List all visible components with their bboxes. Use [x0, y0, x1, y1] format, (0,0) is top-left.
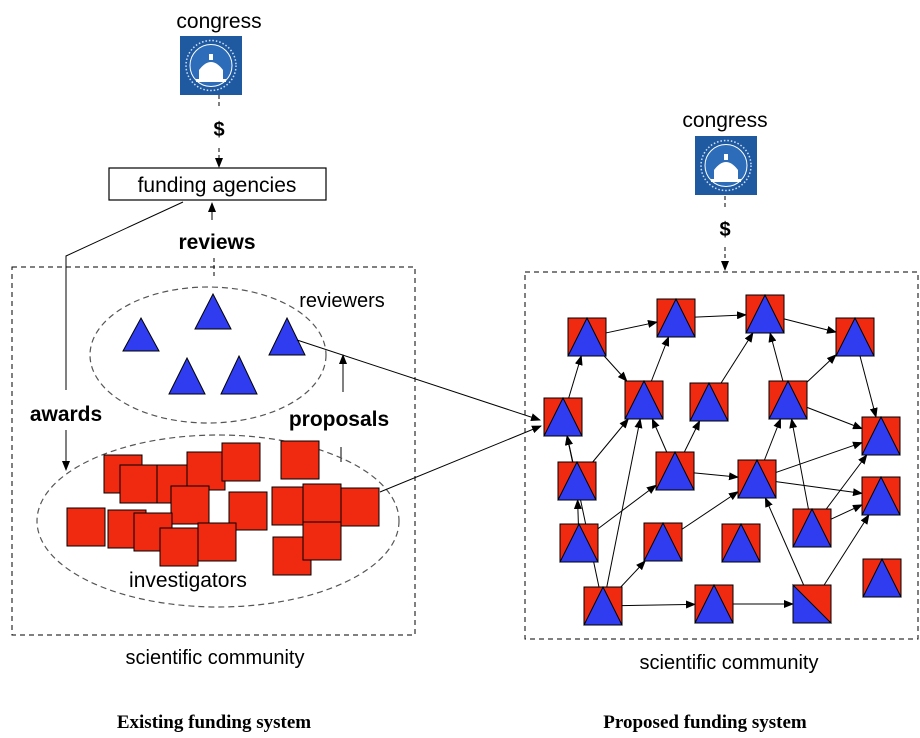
funding-node: [655, 450, 695, 491]
awards-line: [65, 201, 184, 390]
caption-proposed: Proposed funding system: [603, 712, 807, 733]
investigator-square: [272, 536, 312, 576]
scientific-community-box-right: [524, 271, 919, 640]
investigators-label: investigators: [129, 569, 247, 592]
network-edge: [693, 472, 739, 481]
investigator-square: [280, 440, 320, 480]
funding-node: [543, 396, 583, 437]
network-edge: [603, 355, 628, 382]
funding-node: [861, 415, 901, 456]
network-edge: [621, 600, 696, 609]
investigator-square: [197, 522, 237, 562]
caption-existing: Existing funding system: [117, 712, 311, 733]
network-edge: [605, 320, 658, 334]
network-edge: [783, 318, 837, 334]
capitol-seal-icon-right: [695, 136, 757, 195]
network-edge: [825, 454, 868, 510]
network-edge: [763, 418, 782, 461]
reviewer-triangle: [168, 356, 206, 395]
funding-node: [694, 583, 734, 624]
investigator-square: [159, 527, 199, 567]
community-label-left: scientific community: [126, 647, 305, 669]
network-edge: [568, 355, 583, 399]
awards-label: awards: [30, 403, 102, 426]
network-edge: [775, 441, 863, 473]
dollar-label-right: $: [719, 219, 730, 241]
network-edge: [651, 418, 668, 453]
network-edge: [683, 420, 701, 453]
investigator-square: [221, 442, 261, 482]
investigators-to-network-arrow: [379, 425, 542, 493]
funding-node: [643, 521, 683, 562]
investigator-squares: [66, 440, 380, 576]
network-edge: [775, 481, 863, 497]
network-edge: [650, 336, 670, 382]
investigator-square: [170, 485, 210, 525]
network-edge: [681, 491, 739, 530]
funding-node: [792, 583, 833, 624]
network-edge: [564, 435, 600, 588]
funding-node: [624, 379, 664, 420]
svg-text:funding agencies: funding agencies: [138, 174, 297, 197]
network-edge: [806, 354, 837, 383]
funding-node: [689, 381, 729, 422]
network-nodes: [543, 293, 902, 626]
funding-node: [737, 458, 777, 499]
network-edge: [606, 418, 643, 588]
funding-node: [768, 379, 808, 420]
community-label-right: scientific community: [640, 652, 819, 674]
reviewer-triangle: [194, 292, 232, 330]
funding-node: [745, 293, 785, 334]
network-edge: [859, 355, 878, 418]
reviewer-triangle: [268, 316, 306, 356]
reviewer-triangle: [220, 354, 258, 395]
network-edge: [597, 484, 657, 530]
network-edge: [694, 311, 747, 320]
funding-node: [567, 316, 607, 357]
network-edge: [592, 418, 629, 463]
congress-label-right: congress: [682, 109, 767, 132]
funding-node: [559, 522, 599, 563]
investigator-square: [302, 521, 342, 561]
network-edge: [768, 332, 784, 382]
network-edge: [806, 406, 863, 430]
congress-label-left: congress: [176, 10, 261, 33]
network-edge: [720, 332, 754, 384]
investigator-square: [66, 507, 106, 547]
investigator-square: [119, 464, 159, 504]
reviewers-group: [89, 286, 327, 424]
investigators-group: [36, 434, 400, 608]
reviewer-triangle: [122, 316, 160, 352]
funding-node: [557, 460, 597, 501]
dollar-label-left: $: [213, 119, 224, 141]
investigator-square: [228, 491, 268, 531]
network-edge: [573, 499, 582, 525]
investigator-square: [340, 487, 380, 527]
funding-node: [656, 297, 696, 338]
funding-node: [862, 557, 902, 598]
reviewers-to-network-arrow: [296, 339, 541, 421]
proposals-label: proposals: [289, 408, 389, 431]
investigator-square: [186, 451, 226, 491]
network-edge: [830, 504, 863, 520]
network-edge: [823, 514, 870, 586]
reviewers-label: reviewers: [299, 290, 385, 312]
funding-node: [792, 507, 832, 548]
scientific-community-box-left: [11, 266, 416, 636]
capitol-seal-icon-left: [180, 36, 242, 95]
funding-node: [583, 585, 623, 626]
investigator-square: [302, 483, 342, 523]
funding-node: [861, 475, 901, 516]
network-edge: [620, 560, 646, 588]
network-edge: [789, 418, 809, 510]
funding-node: [721, 522, 761, 563]
network-edge: [764, 497, 805, 586]
funding-node: [835, 316, 875, 357]
reviews-label: reviews: [178, 231, 255, 254]
funding-agencies-box: funding agencies: [108, 167, 327, 201]
